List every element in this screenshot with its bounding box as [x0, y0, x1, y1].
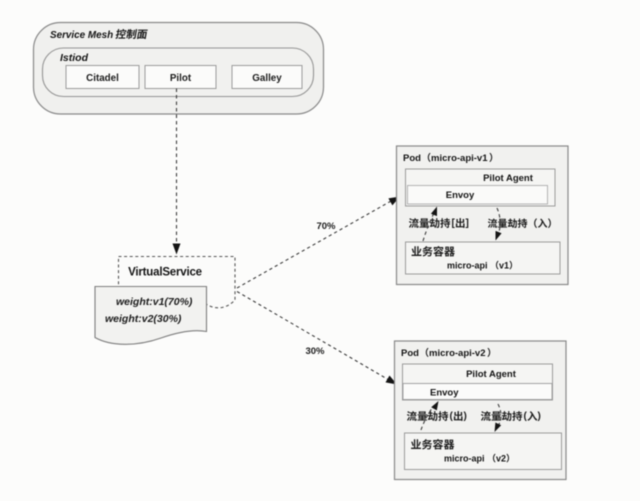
svg-text:micro-api: micro-api	[444, 454, 485, 464]
svg-text:[: [	[452, 218, 456, 229]
svg-text:Pod: Pod	[403, 153, 421, 164]
svg-text:Pilot Agent: Pilot Agent	[483, 173, 534, 184]
svg-text:]: ]	[466, 218, 469, 229]
svg-text:(: (	[524, 411, 528, 422]
svg-text:v1: v1	[499, 261, 509, 271]
svg-text:Pilot: Pilot	[170, 73, 192, 84]
svg-text:micro-api-v1: micro-api-v1	[431, 153, 488, 164]
svg-text:Galley: Galley	[252, 73, 282, 84]
svg-text:30%: 30%	[305, 346, 325, 357]
svg-text:VirtualService: VirtualService	[128, 267, 202, 279]
svg-text:Envoy: Envoy	[430, 388, 459, 399]
svg-text:Istiod: Istiod	[60, 52, 89, 64]
svg-text:Service Mesh: Service Mesh	[50, 30, 113, 41]
svg-text:Envoy: Envoy	[446, 190, 475, 201]
svg-text:): )	[464, 411, 467, 422]
svg-text:micro-api: micro-api	[447, 261, 488, 271]
svg-text:v2: v2	[496, 454, 506, 464]
svg-text:weight:v1(70%): weight:v1(70%)	[116, 296, 193, 308]
svg-text:): )	[538, 411, 541, 422]
svg-text:micro-api-v2: micro-api-v2	[429, 348, 486, 359]
svg-text:70%: 70%	[316, 221, 336, 232]
svg-text:Citadel: Citadel	[86, 73, 119, 84]
svg-text:Pod: Pod	[401, 348, 419, 359]
svg-text:Pilot Agent: Pilot Agent	[466, 369, 517, 380]
svg-text:weight:v2(30%): weight:v2(30%)	[105, 313, 182, 325]
svg-text:(: (	[450, 411, 454, 422]
